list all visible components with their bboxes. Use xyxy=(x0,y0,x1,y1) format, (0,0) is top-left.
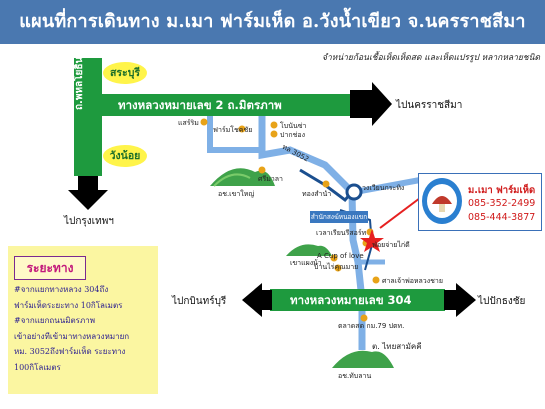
shop-phone-2: 085-444-3877 xyxy=(468,212,536,223)
shop-phone-1: 085-352-2499 xyxy=(468,198,536,209)
arrow-east-icon xyxy=(350,82,392,126)
road-east xyxy=(354,177,421,195)
mountain-khaopong-icon xyxy=(286,244,332,256)
dot-shrine xyxy=(372,276,380,284)
route304-road xyxy=(270,289,445,311)
roundabout xyxy=(345,183,363,201)
saraburi-oval: สระบุรี xyxy=(103,62,147,84)
distance-info-title: ระยะทาง xyxy=(14,256,86,280)
pointer-line xyxy=(379,197,421,229)
shop-logo-icon xyxy=(422,178,462,224)
wangnoi-oval: วังน้อย xyxy=(103,145,147,167)
thaisamakkhi-label: ต. ไทยสามัคคี xyxy=(372,342,422,351)
info-line: เข้าอย่างทีเข้ามาทางหลวงหมายก xyxy=(14,331,130,341)
shop-name: ม.เมา ฟาร์มเห็ด xyxy=(468,185,536,196)
map-subtitle: จำหน่ายก้อนเชื้อเห็ดเห็ดสด และเห็ดแปรรูป… xyxy=(321,53,540,63)
route304-label: ทางหลวงหมายเลข 304 xyxy=(290,293,412,307)
arrow-south-icon xyxy=(68,176,108,210)
dot-thongsamnak xyxy=(322,180,330,188)
place-market: ตลาดสด กม.79 ปตท. xyxy=(338,322,405,330)
place-sriwan: ศรีมาลา xyxy=(258,175,283,183)
dot-saengrim xyxy=(200,118,208,126)
place-farmchokchai: ฟาร์มโชคชัย xyxy=(213,126,253,134)
dest-nakhon: ไปนครราชสีมา xyxy=(396,100,463,111)
phahonyothin-road xyxy=(74,58,102,176)
route2-road xyxy=(100,94,350,116)
dot-sukhuma xyxy=(334,264,342,272)
place-thongsamnak: ทองสำนำ xyxy=(302,190,332,198)
dot-cupoflove xyxy=(330,254,338,262)
arrow-west-icon xyxy=(242,283,272,317)
mountain-thaplan-icon xyxy=(332,350,394,368)
place-sukhuma: บ้านไร่คุณมาย xyxy=(314,263,359,271)
dot-sriwan xyxy=(258,166,266,174)
dot-bonanza xyxy=(270,121,278,129)
dest-prachinburi: ไปกบินทร์บุรี xyxy=(172,296,227,307)
info-line: ฟาร์มเห็ดระยะทาง 10กิโลเมตร xyxy=(14,300,123,310)
distance-info-text: #จากแยกทางหลวง 304ถึง ฟาร์มเห็ดระยะทาง 1… xyxy=(14,282,156,375)
place-khaopong: เขาแผงม้า xyxy=(290,259,322,267)
place-shrine: ศาลเจ้าพ่อหลวงชาย xyxy=(382,277,443,285)
info-line: หม. 3052ถึงฟาร์มเห็ด ระยะทาง xyxy=(14,347,126,356)
dest-pakthongchai: ไปปักธงชัย xyxy=(478,296,526,307)
info-line: 100กิโลเมตร xyxy=(14,362,61,372)
route2-label: ทางหลวงหมายเลข 2 ถ.มิตรภาพ xyxy=(118,98,282,112)
place-temple: สำนักสงฆ์หนองแขก xyxy=(310,211,368,223)
place-khaoyai: อช.เขาใหญ่ xyxy=(218,190,255,198)
info-line: #จากแยกถนนมิตรภาพ xyxy=(14,316,95,325)
road-saengrim xyxy=(207,116,262,153)
info-line: #จากแยกทางหลวง 304ถึง xyxy=(14,285,109,294)
place-resort: เวลาเรียนรีสอร์ท xyxy=(316,229,367,237)
arrow-east2-icon xyxy=(444,283,476,317)
place-saengrim: แสร์ริม xyxy=(178,119,199,127)
dot-pakchong xyxy=(270,130,278,138)
title-bar xyxy=(0,0,545,44)
place-cupoflove: A Cup of love xyxy=(317,252,364,260)
dot-farmchokchai xyxy=(238,125,246,133)
place-thaplan: อช.ทับลาน xyxy=(338,372,372,380)
farm-location-star-icon xyxy=(360,229,384,252)
place-chokchai2: ฟ่อยจ่ายไก่ดี xyxy=(372,241,410,249)
mountain-khaoyai-icon xyxy=(210,168,275,186)
dot-market xyxy=(360,314,368,322)
dest-bangkok: ไปกรุงเทพฯ xyxy=(64,216,114,227)
map-title: แผนที่การเดินทาง ม.เมา ฟาร์มเห็ด อ.วังน้… xyxy=(19,11,526,32)
place-wongwian: วงเวียนกระทิง xyxy=(362,184,405,192)
place-bonanza: โบนันซ่า xyxy=(280,122,307,130)
place-pakchong: ปากช่อง xyxy=(280,131,305,139)
phahonyothin-label: ถ.พหลโยธิน xyxy=(74,56,85,110)
